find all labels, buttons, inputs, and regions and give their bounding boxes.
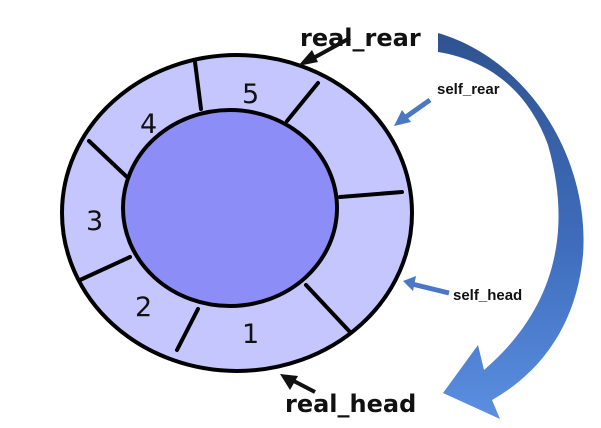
divider — [285, 81, 320, 123]
self-head-label: self_head — [453, 287, 522, 304]
divider — [193, 60, 203, 111]
divider — [78, 255, 132, 282]
slot-number-4: 4 — [140, 109, 157, 140]
real-rear-label: real_rear — [300, 24, 421, 52]
self-rear-label: self_rear — [437, 81, 500, 98]
slot-number-5: 5 — [242, 79, 259, 110]
slot-number-2: 2 — [135, 292, 152, 323]
divider — [175, 307, 200, 352]
slot-number-3: 3 — [86, 206, 103, 237]
slot-dividers — [78, 60, 404, 352]
self-head-arrow — [403, 276, 450, 296]
self-rear-arrow — [394, 97, 432, 126]
wraparound-arrow — [438, 33, 584, 419]
real-head-label: real_head — [285, 390, 416, 418]
inner-circle — [121, 108, 339, 308]
divider — [304, 283, 352, 334]
slot-number-1: 1 — [242, 319, 259, 350]
divider — [87, 139, 129, 179]
real-rear-arrow — [298, 36, 351, 66]
divider — [338, 190, 404, 199]
real-head-arrow — [280, 374, 316, 394]
